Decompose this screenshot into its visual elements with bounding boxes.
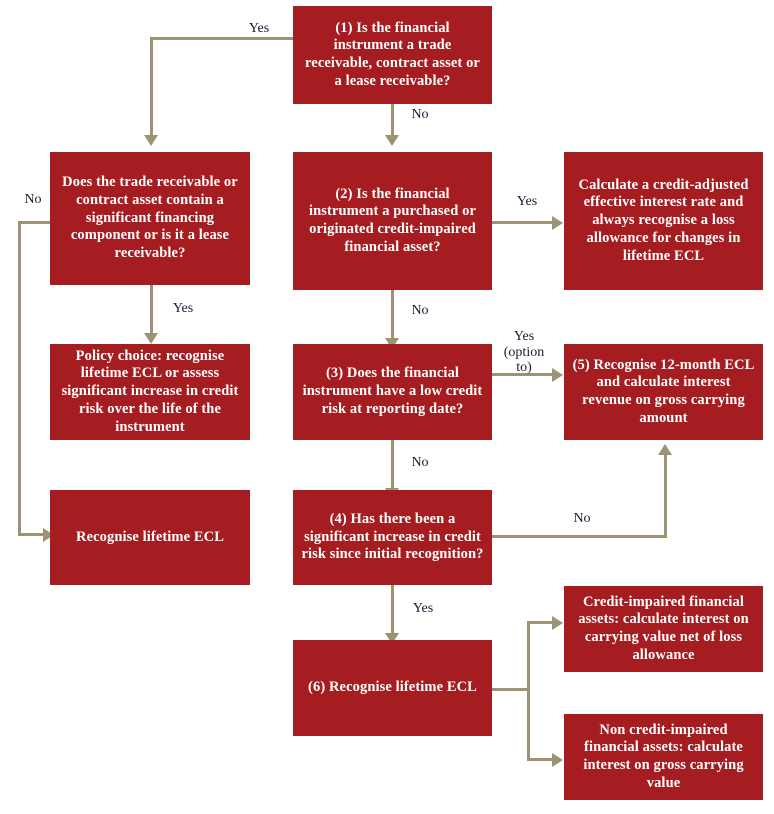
node-poci-label: Calculate a credit-adjusted effective in… bbox=[578, 176, 749, 264]
connector-q1-yes-vertical bbox=[150, 37, 153, 137]
node-q3-label: (3) Does the financial instrument have a… bbox=[302, 365, 483, 417]
edge-label-q2-yes: Yes bbox=[516, 194, 538, 209]
connector-q6-to-impaired bbox=[527, 621, 554, 624]
connector-q4-yes-vertical bbox=[391, 585, 394, 635]
node-q4-label: (4) Has there been a significant increas… bbox=[301, 510, 484, 563]
arrow-q3-yes bbox=[552, 368, 563, 382]
node-non-credit-impaired-interest-outcome[interactable]: Non credit-impaired financial assets: ca… bbox=[564, 714, 763, 800]
connector-q3-no-vertical bbox=[391, 440, 394, 490]
node-q2-poci-question[interactable]: (2) Is the financial instrument a purcha… bbox=[293, 152, 492, 290]
edge-label-q1a-no: No bbox=[24, 192, 42, 207]
node-policy-choice-outcome[interactable]: Policy choice: recognise lifetime ECL or… bbox=[50, 344, 250, 440]
node-q1a-label: Does the trade receivable or contract as… bbox=[62, 174, 238, 262]
connector-q4-no-horizontal bbox=[492, 535, 667, 538]
connector-q6-to-nonimpaired bbox=[527, 758, 554, 761]
arrow-q4-yes bbox=[385, 633, 399, 644]
arrow-q1a-no bbox=[43, 528, 54, 542]
edge-label-q3-no: No bbox=[411, 455, 429, 470]
node-recognise-lifetime-ecl-outcome[interactable]: Recognise lifetime ECL bbox=[50, 490, 250, 585]
node-q1-trade-receivable-question[interactable]: (1) Is the financial instrument a trade … bbox=[293, 6, 492, 104]
connector-q2-yes-horizontal bbox=[492, 221, 554, 224]
arrow-q2-no bbox=[385, 338, 399, 349]
node-q2-label: (2) Is the financial instrument a purcha… bbox=[309, 185, 476, 255]
node-credit-impaired-interest-outcome[interactable]: Credit-impaired financial assets: calcul… bbox=[564, 586, 763, 672]
connector-q1-no-vertical bbox=[391, 104, 394, 137]
node-q6-label: (6) Recognise lifetime ECL bbox=[308, 679, 477, 696]
node-q5-12-month-ecl-outcome[interactable]: (5) Recognise 12-month ECL and calculate… bbox=[564, 344, 763, 440]
edge-label-q4-no: No bbox=[573, 511, 591, 526]
node-policy-label: Policy choice: recognise lifetime ECL or… bbox=[61, 347, 239, 435]
connector-q3-yes-horizontal bbox=[492, 373, 554, 376]
node-impaired-label: Credit-impaired financial assets: calcul… bbox=[578, 593, 749, 663]
arrow-q1-no bbox=[385, 135, 399, 146]
node-lifetime-label: Recognise lifetime ECL bbox=[76, 528, 224, 545]
connector-q4-no-vertical bbox=[664, 455, 667, 538]
node-q5-label: (5) Recognise 12-month ECL and calculate… bbox=[572, 356, 755, 426]
connector-q6-split-stem bbox=[492, 688, 529, 691]
node-q6-recognise-lifetime-ecl-outcome[interactable]: (6) Recognise lifetime ECL bbox=[293, 640, 492, 736]
node-q1-label: (1) Is the financial instrument a trade … bbox=[305, 19, 480, 89]
edge-label-q1-yes: Yes bbox=[248, 21, 270, 36]
arrow-q2-yes bbox=[552, 216, 563, 230]
edge-label-q4-yes: Yes bbox=[412, 601, 434, 616]
connector-q2-no-vertical bbox=[391, 290, 394, 340]
connector-q1a-no-horizontal-in bbox=[18, 533, 45, 536]
connector-q1a-yes-vertical bbox=[150, 285, 153, 335]
arrow-q6-nonimpaired bbox=[552, 753, 563, 767]
connector-q1a-no-horizontal-out bbox=[18, 221, 52, 224]
connector-q6-split-vertical bbox=[527, 621, 530, 761]
arrow-q4-no bbox=[658, 444, 672, 455]
arrow-q1-yes bbox=[144, 135, 158, 146]
node-poci-outcome[interactable]: Calculate a credit-adjusted effective in… bbox=[564, 152, 763, 290]
edge-label-q2-no: No bbox=[411, 303, 429, 318]
node-q3-low-credit-risk-question[interactable]: (3) Does the financial instrument have a… bbox=[293, 344, 492, 440]
edge-label-q1-no: No bbox=[411, 107, 429, 122]
node-q4-significant-increase-question[interactable]: (4) Has there been a significant increas… bbox=[293, 490, 492, 585]
node-q1a-financing-component-question[interactable]: Does the trade receivable or contract as… bbox=[50, 152, 250, 285]
node-nonimpaired-label: Non credit-impaired financial assets: ca… bbox=[583, 721, 744, 791]
arrow-q1a-yes bbox=[144, 333, 158, 344]
edge-label-q3-yes-option-to: Yes (option to) bbox=[503, 329, 545, 376]
edge-label-q1a-yes: Yes bbox=[172, 301, 194, 316]
arrow-q6-impaired bbox=[552, 616, 563, 630]
connector-q1-yes-horizontal bbox=[150, 37, 293, 40]
connector-q1a-no-vertical bbox=[18, 221, 21, 536]
